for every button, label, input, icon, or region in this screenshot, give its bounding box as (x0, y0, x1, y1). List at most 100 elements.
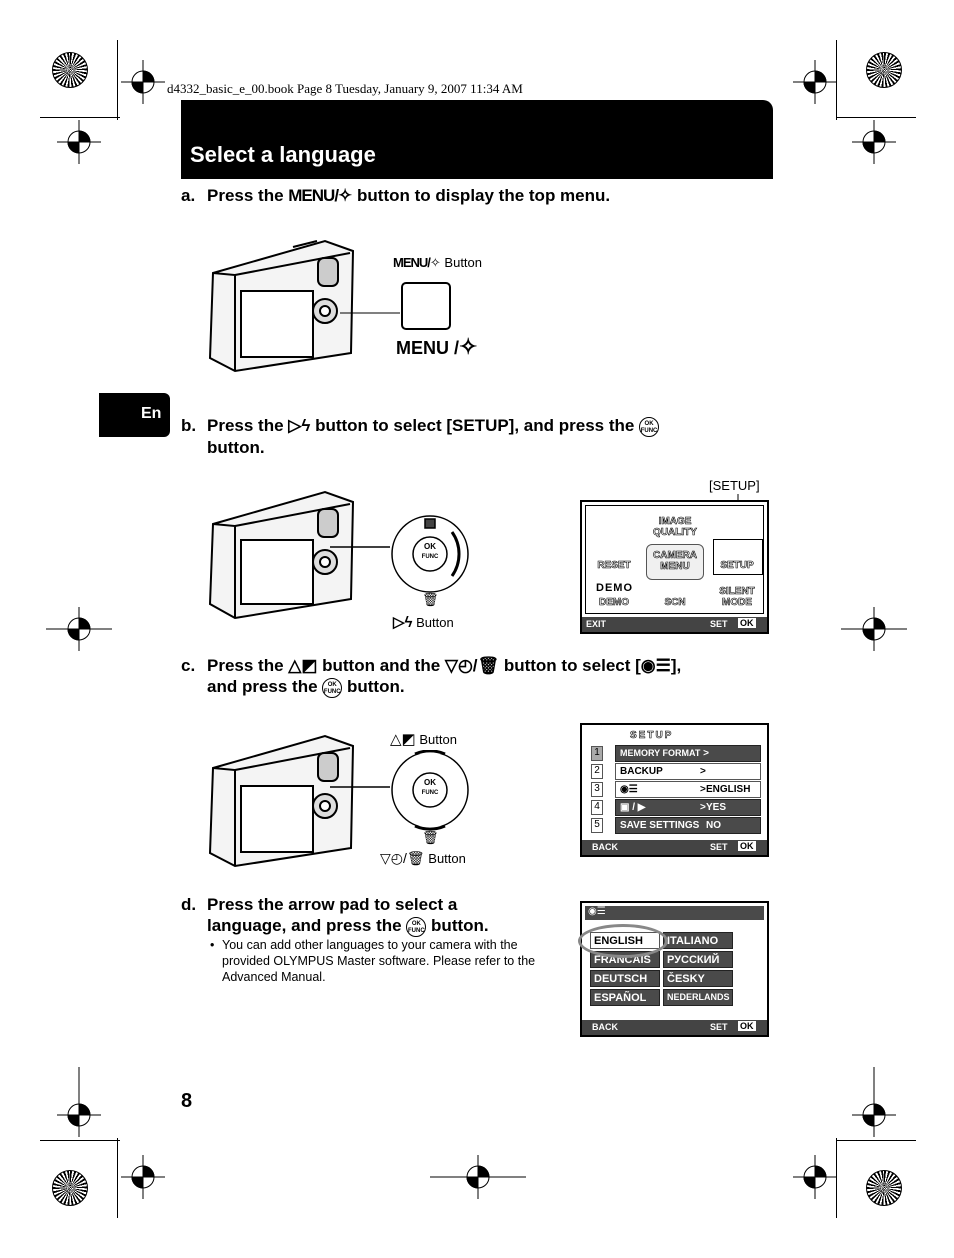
step-text: Press the MENU/✧ button to display the t… (207, 186, 611, 205)
back-label: BACK (592, 1022, 618, 1032)
crop-mark (40, 1140, 120, 1141)
row-number: 5 (591, 818, 603, 833)
setup-title: SETUP (630, 730, 674, 742)
down-button-label: ▽◴/🗑 Button (380, 850, 466, 866)
step-letter: b. (181, 416, 197, 435)
color-target-icon (866, 52, 902, 88)
menu-item-image-quality: IMAGE QUALITY (653, 516, 697, 539)
callout-line (340, 312, 400, 314)
up-button-label: △◩ Button (390, 731, 457, 748)
step-text: Press the △◩ button and the ▽◴/🗑 button … (207, 656, 682, 698)
menu-item-demo: DEMO (599, 597, 630, 609)
menu-button-label: MENU/✧ Button (393, 255, 483, 270)
up-exposure-icon: △◩ (390, 731, 416, 748)
file-header: d4332_basic_e_00.book Page 8 Tuesday, Ja… (167, 81, 523, 96)
color-target-icon (52, 1170, 88, 1206)
back-label: BACK (592, 842, 618, 852)
language-screen: ◉☰ ENGLISH ITALIANO FRANCAIS РУССКИЙ DEU… (578, 901, 769, 1037)
page-number: 8 (181, 1090, 193, 1112)
ok-badge: OK (738, 618, 756, 628)
right-button-label: ▷ϟ Button (393, 614, 454, 631)
row-number: 4 (591, 800, 603, 815)
menu-item-reset: RESET (597, 560, 631, 572)
setup-row-camera-playback: ▣ / ▶ >YES (615, 799, 761, 816)
language-tab: En (99, 393, 170, 437)
menu-item-silent-mode: SILENT MODE (719, 586, 755, 609)
note-bullet: • You can add other languages to your ca… (210, 937, 560, 985)
row-number: 1 (591, 746, 603, 761)
camera-illustration (208, 734, 355, 868)
crop-mark (40, 117, 120, 118)
screen-bottom-bar: BACK SET OK (582, 1020, 767, 1035)
arrow-pad-illustration (330, 750, 469, 831)
language-screen-header: ◉☰ (585, 906, 764, 920)
trash-icon: 🗑 (422, 592, 439, 607)
crop-mark (836, 1138, 837, 1218)
step-letter: c. (181, 656, 196, 675)
setup-screen: SETUP 1 2 3 4 5 MEMORY FORMAT > BACKUP> … (580, 723, 769, 857)
help-icon: ✧ (338, 186, 353, 205)
help-icon: ✧ (429, 255, 441, 270)
step-text: Press the ▷ϟ button to select [SETUP], a… (207, 416, 660, 457)
up-exposure-icon: △◩ (288, 656, 318, 675)
step-a: a. Press the MENU/✧ button to display th… (181, 185, 781, 207)
language-option: NEDERLANDS (663, 989, 733, 1006)
menu-text: MENU/ (288, 186, 339, 205)
camera-illustration (208, 239, 355, 373)
camera-illustration (208, 490, 355, 619)
exit-label: EXIT (586, 619, 607, 629)
setup-row-memory-format: MEMORY FORMAT > (615, 745, 761, 762)
menu-button-icon (401, 282, 451, 330)
crop-mark (836, 117, 916, 118)
menu-big-label: MENU /✧ (396, 334, 478, 359)
language-icon: ◉☰ (620, 784, 638, 795)
crop-mark (117, 40, 118, 120)
help-icon: ✧ (459, 334, 478, 359)
trash-icon: 🗑 (422, 830, 439, 845)
page-title: Select a language (190, 142, 376, 167)
setup-highlight (713, 539, 763, 575)
step-letter: a. (181, 186, 196, 205)
menu-item-scn: SCN (664, 597, 686, 609)
menu-item-camera-menu: CAMERA MENU (653, 550, 697, 573)
setup-callout: [SETUP] (709, 478, 760, 493)
screen-frame (585, 505, 764, 614)
title-banner (181, 100, 773, 179)
screen-bottom-bar: BACK SET OK (582, 840, 767, 855)
down-timer-trash-icon: ▽◴/🗑 (380, 850, 425, 866)
color-target-icon (866, 1170, 902, 1206)
demo-logo: DEMO (596, 582, 633, 594)
crop-mark (836, 1140, 916, 1141)
row-number: 3 (591, 782, 603, 797)
right-flash-icon: ▷ϟ (288, 416, 311, 435)
menu-item-setup: SETUP (720, 560, 754, 572)
note-text: You can add other languages to your came… (222, 938, 536, 984)
right-flash-icon: ▷ϟ (393, 614, 413, 631)
language-option: ESPAÑOL (590, 989, 660, 1006)
screen-bottom-bar: EXIT SET OK (582, 617, 767, 632)
selection-ring (578, 924, 668, 958)
crop-mark (117, 1138, 118, 1218)
camera-icon: ▣ (620, 802, 630, 813)
camera-menu-ring (646, 544, 704, 580)
step-c: c. Press the △◩ button and the ▽◴/🗑 butt… (181, 655, 781, 699)
setup-row-backup: BACKUP> (615, 763, 761, 780)
color-target-icon (52, 52, 88, 88)
ok-badge: OK (738, 1021, 756, 1031)
playback-icon: ▶ (637, 802, 646, 813)
ok-badge: OK (738, 841, 756, 851)
step-letter: d. (181, 895, 197, 914)
language-option: ČESKY (663, 970, 733, 987)
step-b: b. Press the ▷ϟ button to select [SETUP]… (181, 415, 781, 459)
arrow-pad-illustration (330, 515, 469, 593)
language-option: ITALIANO (663, 932, 733, 949)
down-timer-trash-icon: ▽◴/🗑 (444, 656, 500, 675)
